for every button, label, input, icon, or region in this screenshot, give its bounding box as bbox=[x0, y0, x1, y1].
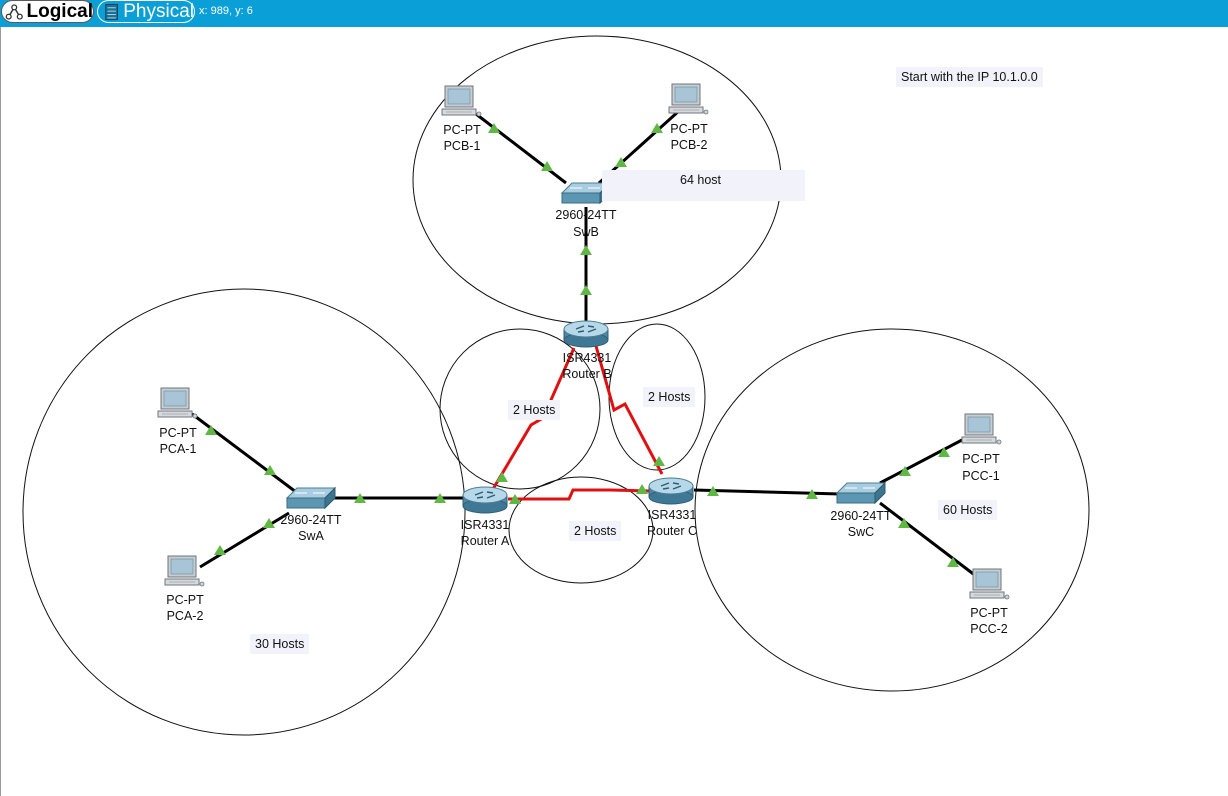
routera-model: ISR4331 bbox=[461, 518, 510, 532]
pcc2-name: PCC-2 bbox=[970, 622, 1008, 636]
pc-icon bbox=[969, 568, 1010, 600]
note-wan-bc[interactable]: 2 Hosts bbox=[643, 387, 696, 407]
link-pca1-swa bbox=[191, 412, 297, 494]
swb-model: 2960-24TT bbox=[555, 208, 617, 222]
pc-pcc2[interactable]: PC-PT PCC-2 bbox=[969, 568, 1010, 636]
note-wan-ac[interactable]: 2 Hosts bbox=[569, 521, 622, 541]
cursor-coordinates: x: 989, y: 6 bbox=[199, 5, 253, 17]
router-routerc[interactable]: ISR4331 Router C bbox=[647, 477, 697, 538]
tab-logical-label: Logical bbox=[26, 0, 93, 22]
routera-name: Router A bbox=[461, 534, 510, 548]
pc-icon bbox=[157, 387, 198, 419]
pcb2-name: PCB-2 bbox=[671, 138, 708, 152]
pca2-name: PCA-2 bbox=[167, 609, 204, 623]
note-start-ip[interactable]: Start with the IP 10.1.0.0 bbox=[896, 67, 1043, 87]
pc-pca1[interactable]: PC-PT PCA-1 bbox=[157, 387, 198, 456]
swc-name: SwC bbox=[848, 525, 874, 539]
router-icon bbox=[648, 477, 694, 505]
logical-view-icon bbox=[5, 3, 23, 20]
serial-routera-routerb bbox=[491, 347, 576, 490]
switch-swa[interactable]: 2960-24TT SwA bbox=[280, 487, 342, 543]
pc-pcb1[interactable]: PC-PT PCB-1 bbox=[441, 85, 482, 153]
pcc1-model: PC-PT bbox=[962, 452, 1000, 466]
note-lan-b[interactable]: 64 host bbox=[602, 170, 805, 201]
pcc1-name: PCC-1 bbox=[962, 469, 1000, 483]
note-wan-ab[interactable]: 2 Hosts bbox=[508, 400, 561, 420]
router-icon bbox=[563, 320, 609, 348]
swc-model: 2960-24TT bbox=[830, 509, 892, 523]
pc-icon bbox=[164, 555, 205, 587]
pc-pcb2[interactable]: PC-PT PCB-2 bbox=[668, 83, 709, 152]
serial-routera-routerc bbox=[508, 488, 651, 501]
pcb2-model: PC-PT bbox=[670, 122, 708, 136]
note-lan-c[interactable]: 60 Hosts bbox=[938, 500, 998, 520]
switch-icon bbox=[836, 482, 886, 504]
lan-c-circle bbox=[694, 328, 1090, 692]
tab-physical-label: Physical bbox=[123, 0, 194, 22]
pc-pcc1[interactable]: PC-PT PCC-1 bbox=[961, 413, 1002, 483]
pcb1-model: PC-PT bbox=[443, 123, 481, 137]
switch-swb[interactable]: 2960-24TT SwB bbox=[555, 182, 617, 239]
tab-physical[interactable]: Physical bbox=[97, 0, 195, 23]
link-pca2-swa bbox=[199, 511, 290, 569]
wan-ac-circle bbox=[508, 476, 654, 584]
pca1-name: PCA-1 bbox=[160, 442, 197, 456]
pca1-model: PC-PT bbox=[159, 426, 197, 440]
routerc-model: ISR4331 bbox=[648, 508, 697, 522]
pca2-model: PC-PT bbox=[166, 593, 204, 607]
wan-ab-circle bbox=[439, 328, 601, 490]
switch-swc[interactable]: 2960-24TT SwC bbox=[830, 482, 892, 539]
workspace-border bbox=[0, 27, 1, 796]
swa-name: SwA bbox=[298, 529, 324, 543]
physical-view-icon bbox=[105, 3, 118, 20]
link-indicators bbox=[205, 123, 959, 567]
tab-logical[interactable]: Logical bbox=[1, 0, 94, 23]
note-lan-a[interactable]: 30 Hosts bbox=[250, 634, 310, 654]
pcb1-name: PCB-1 bbox=[444, 139, 481, 153]
switch-icon bbox=[286, 487, 336, 509]
routerb-model: ISR4331 bbox=[563, 351, 612, 365]
serial-links bbox=[491, 345, 664, 501]
router-icon bbox=[462, 486, 508, 514]
link-swc-pcc1 bbox=[879, 438, 963, 485]
routerb-name: Router B bbox=[562, 367, 611, 381]
router-routera[interactable]: ISR4331 Router A bbox=[461, 486, 510, 548]
toolbar: Logical Physical x: 989, y: 6 bbox=[0, 0, 1228, 27]
pc-icon bbox=[441, 85, 482, 117]
routerc-name: Router C bbox=[647, 524, 697, 538]
swa-model: 2960-24TT bbox=[280, 513, 342, 527]
serial-routerb-routerc bbox=[594, 345, 664, 475]
link-pcb1-swb bbox=[475, 112, 567, 185]
router-routerb[interactable]: ISR4331 Router B bbox=[562, 320, 612, 381]
pc-icon bbox=[668, 83, 709, 115]
link-routerc-swc bbox=[693, 488, 841, 496]
lan-a-circle bbox=[22, 288, 466, 736]
pc-pca2[interactable]: PC-PT PCA-2 bbox=[164, 555, 205, 623]
pcc2-model: PC-PT bbox=[970, 606, 1008, 620]
pc-icon bbox=[961, 413, 1002, 445]
link-swc-pcc2 bbox=[879, 501, 977, 578]
swb-name: SwB bbox=[573, 225, 599, 239]
